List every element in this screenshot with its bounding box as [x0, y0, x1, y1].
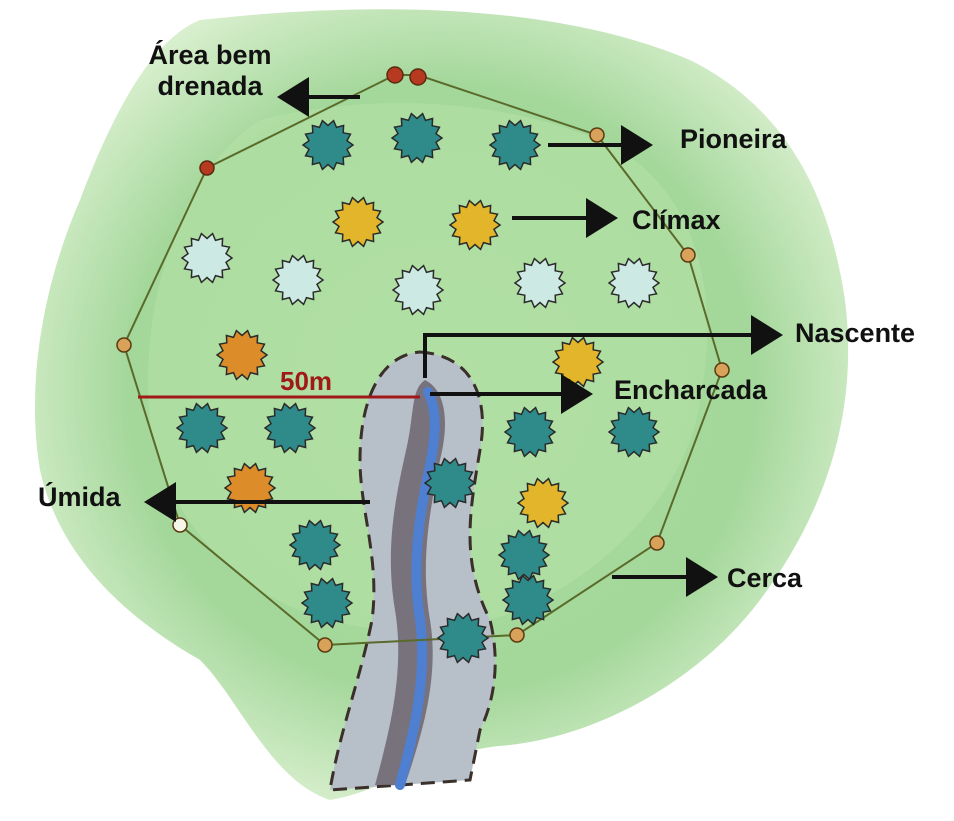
fence-post: [510, 628, 524, 642]
umida-label: Úmida: [38, 482, 121, 513]
fence-post: [173, 518, 187, 532]
cerca-label: Cerca: [727, 563, 802, 594]
fence-post: [318, 638, 332, 652]
fence-post: [117, 338, 131, 352]
nascente-label: Nascente: [795, 318, 915, 349]
fence-post: [387, 67, 403, 83]
encharcada-label: Encharcada: [614, 375, 767, 406]
area-label-line1: Área bem: [135, 40, 285, 71]
area-label-line2: drenada: [135, 71, 285, 102]
fence-post: [410, 69, 426, 85]
climax-label: Clímax: [632, 205, 721, 236]
distance-label: 50m: [280, 366, 332, 397]
fence-post: [590, 128, 604, 142]
pioneira-label: Pioneira: [680, 124, 787, 155]
fence-post: [681, 248, 695, 262]
area-bem-drenada-label: Área bem drenada: [135, 40, 285, 102]
fence-post: [650, 536, 664, 550]
fence-post: [200, 161, 214, 175]
